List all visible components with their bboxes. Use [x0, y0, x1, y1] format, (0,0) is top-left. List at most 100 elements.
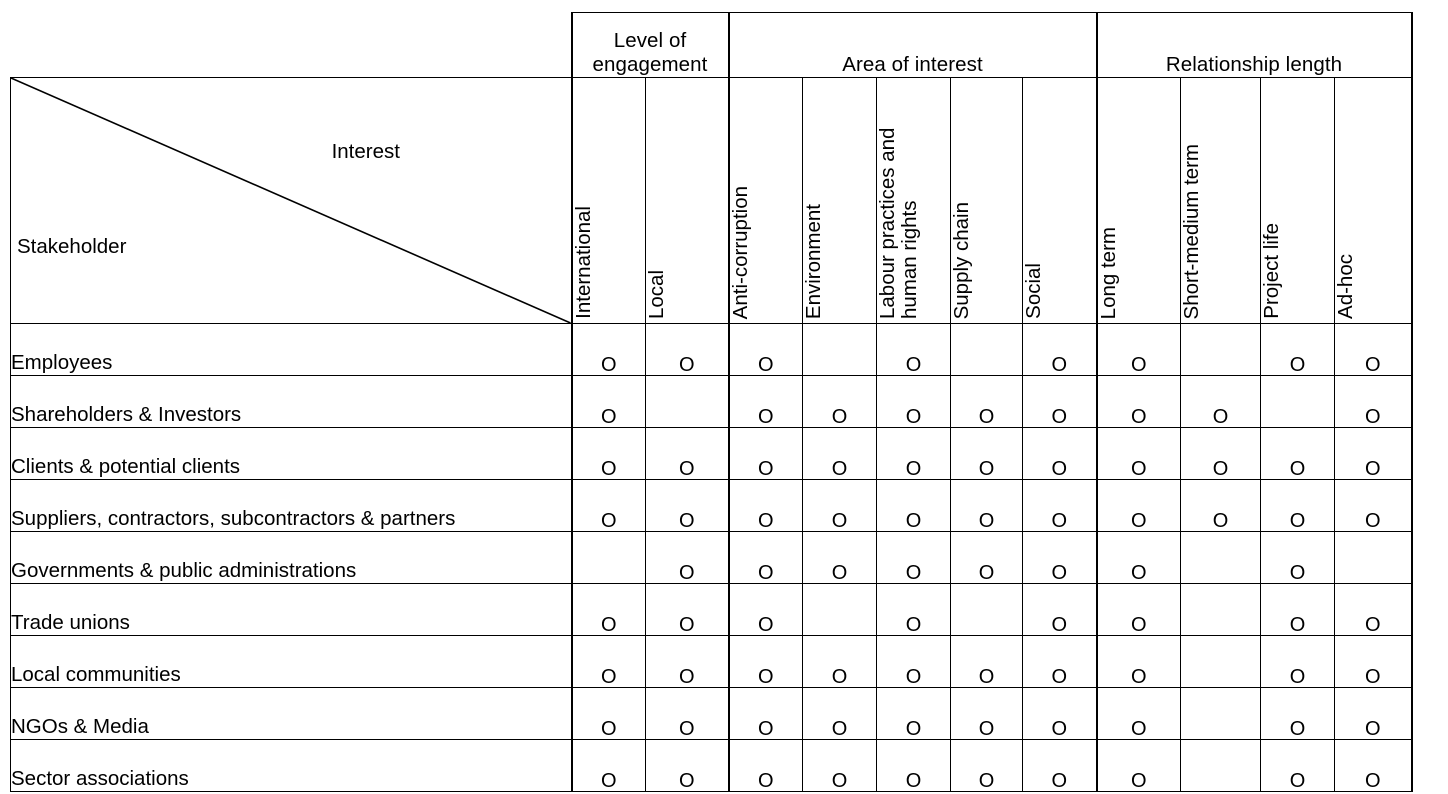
- cell-long-term[interactable]: O: [1095, 531, 1181, 584]
- cell-social[interactable]: O: [1022, 479, 1098, 532]
- cell-local[interactable]: O: [645, 583, 730, 636]
- cell-environment[interactable]: O: [802, 583, 877, 636]
- cell-social[interactable]: O: [1022, 531, 1098, 584]
- cell-international[interactable]: O: [570, 323, 646, 376]
- cell-ad-hoc[interactable]: O: [1334, 531, 1413, 584]
- cell-long-term[interactable]: O: [1095, 479, 1181, 532]
- cell-local[interactable]: O: [645, 687, 730, 740]
- cell-local[interactable]: O: [645, 375, 730, 428]
- cell-supply-chain[interactable]: O: [950, 479, 1023, 532]
- cell-social[interactable]: O: [1022, 739, 1098, 792]
- cell-social[interactable]: O: [1022, 687, 1098, 740]
- cell-international[interactable]: O: [570, 635, 646, 688]
- cell-anti-corruption[interactable]: O: [727, 583, 803, 636]
- cell-labour-rights[interactable]: O: [876, 583, 951, 636]
- cell-project-life[interactable]: O: [1260, 427, 1335, 480]
- cell-long-term[interactable]: O: [1095, 375, 1181, 428]
- cell-ad-hoc[interactable]: O: [1334, 427, 1413, 480]
- cell-environment[interactable]: O: [802, 479, 877, 532]
- cell-anti-corruption[interactable]: O: [727, 375, 803, 428]
- cell-local[interactable]: O: [645, 427, 730, 480]
- cell-social[interactable]: O: [1022, 323, 1098, 376]
- cell-environment[interactable]: O: [802, 375, 877, 428]
- cell-environment[interactable]: O: [802, 635, 877, 688]
- cell-long-term[interactable]: O: [1095, 635, 1181, 688]
- cell-ad-hoc[interactable]: O: [1334, 583, 1413, 636]
- cell-environment[interactable]: O: [802, 323, 877, 376]
- cell-ad-hoc[interactable]: O: [1334, 687, 1413, 740]
- cell-social[interactable]: O: [1022, 375, 1098, 428]
- cell-project-life[interactable]: O: [1260, 635, 1335, 688]
- cell-international[interactable]: O: [570, 739, 646, 792]
- cell-labour-rights[interactable]: O: [876, 739, 951, 792]
- cell-environment[interactable]: O: [802, 427, 877, 480]
- cell-project-life[interactable]: O: [1260, 375, 1335, 428]
- cell-supply-chain[interactable]: O: [950, 583, 1023, 636]
- cell-local[interactable]: O: [645, 323, 730, 376]
- cell-short-medium[interactable]: O: [1180, 479, 1261, 532]
- cell-long-term[interactable]: O: [1095, 583, 1181, 636]
- cell-international[interactable]: O: [570, 375, 646, 428]
- cell-project-life[interactable]: O: [1260, 687, 1335, 740]
- cell-international[interactable]: O: [570, 583, 646, 636]
- cell-labour-rights[interactable]: O: [876, 479, 951, 532]
- cell-anti-corruption[interactable]: O: [727, 531, 803, 584]
- cell-ad-hoc[interactable]: O: [1334, 479, 1413, 532]
- cell-short-medium[interactable]: O: [1180, 427, 1261, 480]
- cell-project-life[interactable]: O: [1260, 531, 1335, 584]
- cell-supply-chain[interactable]: O: [950, 531, 1023, 584]
- cell-labour-rights[interactable]: O: [876, 427, 951, 480]
- cell-project-life[interactable]: O: [1260, 323, 1335, 376]
- cell-social[interactable]: O: [1022, 427, 1098, 480]
- cell-anti-corruption[interactable]: O: [727, 323, 803, 376]
- cell-labour-rights[interactable]: O: [876, 635, 951, 688]
- cell-project-life[interactable]: O: [1260, 479, 1335, 532]
- cell-ad-hoc[interactable]: O: [1334, 323, 1413, 376]
- cell-ad-hoc[interactable]: O: [1334, 635, 1413, 688]
- cell-short-medium[interactable]: O: [1180, 635, 1261, 688]
- cell-supply-chain[interactable]: O: [950, 323, 1023, 376]
- cell-environment[interactable]: O: [802, 687, 877, 740]
- cell-ad-hoc[interactable]: O: [1334, 375, 1413, 428]
- cell-project-life[interactable]: O: [1260, 739, 1335, 792]
- cell-international[interactable]: O: [570, 531, 646, 584]
- cell-short-medium[interactable]: O: [1180, 583, 1261, 636]
- cell-labour-rights[interactable]: O: [876, 323, 951, 376]
- cell-long-term[interactable]: O: [1095, 687, 1181, 740]
- cell-labour-rights[interactable]: O: [876, 687, 951, 740]
- cell-local[interactable]: O: [645, 635, 730, 688]
- cell-labour-rights[interactable]: O: [876, 375, 951, 428]
- cell-supply-chain[interactable]: O: [950, 739, 1023, 792]
- cell-short-medium[interactable]: O: [1180, 375, 1261, 428]
- cell-labour-rights[interactable]: O: [876, 531, 951, 584]
- cell-international[interactable]: O: [570, 427, 646, 480]
- cell-long-term[interactable]: O: [1095, 427, 1181, 480]
- cell-ad-hoc[interactable]: O: [1334, 739, 1413, 792]
- cell-environment[interactable]: O: [802, 739, 877, 792]
- cell-supply-chain[interactable]: O: [950, 687, 1023, 740]
- cell-local[interactable]: O: [645, 531, 730, 584]
- cell-anti-corruption[interactable]: O: [727, 687, 803, 740]
- cell-project-life[interactable]: O: [1260, 583, 1335, 636]
- cell-social[interactable]: O: [1022, 635, 1098, 688]
- cell-social[interactable]: O: [1022, 583, 1098, 636]
- cell-anti-corruption[interactable]: O: [727, 635, 803, 688]
- cell-long-term[interactable]: O: [1095, 323, 1181, 376]
- cell-supply-chain[interactable]: O: [950, 635, 1023, 688]
- cell-short-medium[interactable]: O: [1180, 323, 1261, 376]
- cell-anti-corruption[interactable]: O: [727, 739, 803, 792]
- cell-local[interactable]: O: [645, 739, 730, 792]
- cell-supply-chain[interactable]: O: [950, 375, 1023, 428]
- cell-environment[interactable]: O: [802, 531, 877, 584]
- cell-short-medium[interactable]: O: [1180, 687, 1261, 740]
- cell-international[interactable]: O: [570, 687, 646, 740]
- cell-international[interactable]: O: [570, 479, 646, 532]
- cell-short-medium[interactable]: O: [1180, 739, 1261, 792]
- mark-present-icon: O: [678, 614, 695, 636]
- cell-local[interactable]: O: [645, 479, 730, 532]
- cell-long-term[interactable]: O: [1095, 739, 1181, 792]
- cell-supply-chain[interactable]: O: [950, 427, 1023, 480]
- cell-anti-corruption[interactable]: O: [727, 427, 803, 480]
- cell-anti-corruption[interactable]: O: [727, 479, 803, 532]
- cell-short-medium[interactable]: O: [1180, 531, 1261, 584]
